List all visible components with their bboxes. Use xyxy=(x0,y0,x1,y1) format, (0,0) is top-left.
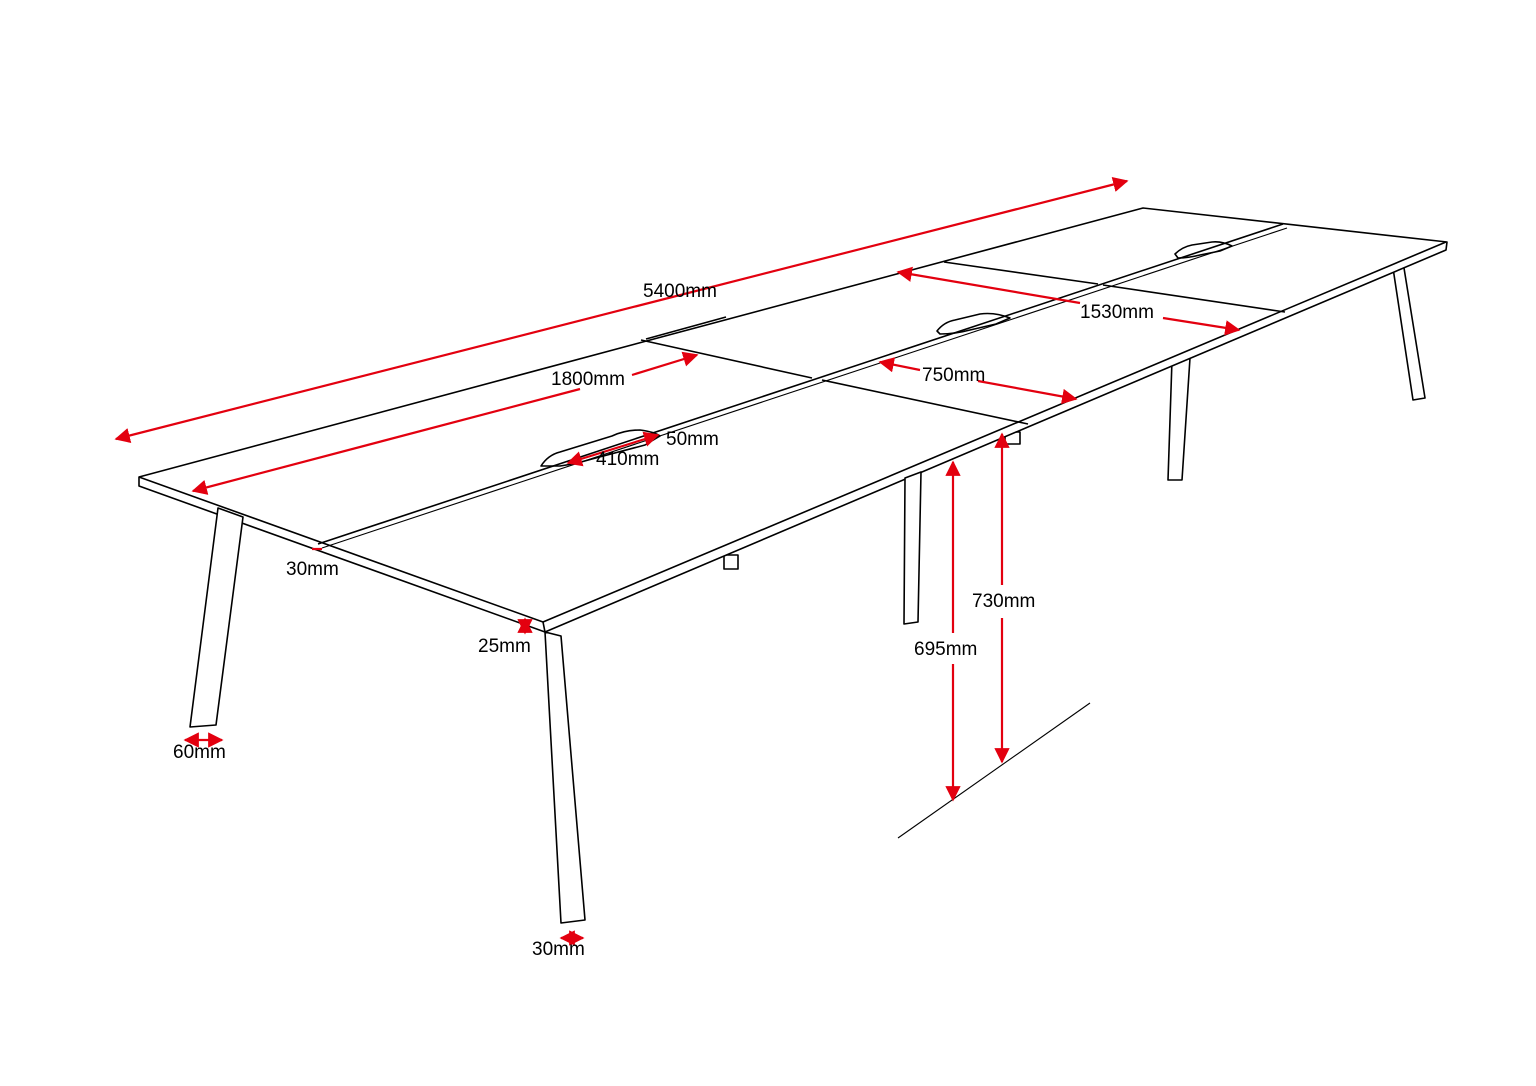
arrow-desk-depth-b xyxy=(977,379,1078,405)
label-grommet-width: 410mm xyxy=(596,449,659,470)
grommet-right xyxy=(1174,241,1233,259)
leg-front-left xyxy=(189,507,244,728)
arrow-desk-length-b xyxy=(631,351,699,377)
arrow-overall-depth-b xyxy=(1162,316,1241,336)
label-desk-length: 1800mm xyxy=(551,369,625,390)
leg-front-middle xyxy=(903,471,922,625)
label-leg-depth: 30mm xyxy=(532,939,585,960)
arrow-grommet-width xyxy=(566,431,660,467)
divider-back-2 xyxy=(1102,284,1286,313)
leg-far-middle xyxy=(1167,357,1191,481)
label-overall-height: 730mm xyxy=(972,591,1035,612)
label-top-thickness: 25mm xyxy=(478,636,531,657)
label-modesty-gap: 30mm xyxy=(286,559,339,580)
label-desk-depth: 750mm xyxy=(922,365,985,386)
arrow-overall-depth-a xyxy=(896,266,1081,305)
arrow-desk-length-a xyxy=(191,387,581,495)
dimension-labels: 5400mm 1800mm 1530mm 750mm 50mm 410mm 30… xyxy=(173,281,1154,960)
leg-front-right xyxy=(544,631,586,924)
label-underside-height: 695mm xyxy=(914,639,977,660)
label-leg-width: 60mm xyxy=(173,742,226,763)
dimension-arrows xyxy=(114,176,1241,946)
arrow-total-length xyxy=(114,176,1129,444)
leg-far-right xyxy=(1392,267,1426,401)
leg-back-foot-1 xyxy=(723,554,739,570)
label-grommet-depth: 50mm xyxy=(666,429,719,450)
label-overall-depth: 1530mm xyxy=(1080,302,1154,323)
arrow-desk-depth-a xyxy=(878,357,921,373)
front-legs xyxy=(189,471,922,924)
floor-line xyxy=(897,702,1091,839)
label-total-length: 5400mm xyxy=(643,281,717,302)
